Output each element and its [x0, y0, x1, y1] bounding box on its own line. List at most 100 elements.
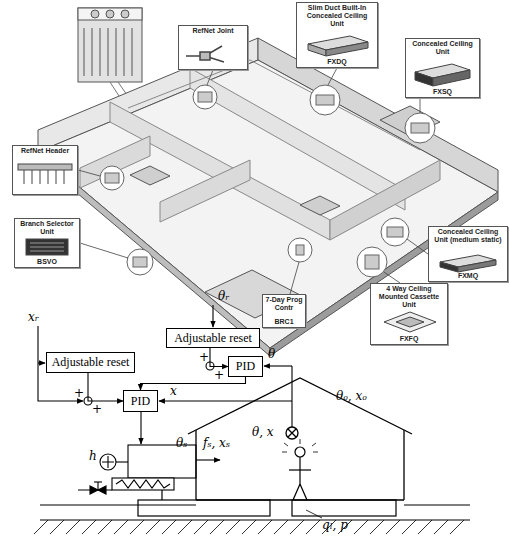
concealed-unit-picture — [415, 64, 470, 78]
building-floor — [250, 60, 420, 150]
callout-box: RefNet Header — [12, 145, 78, 195]
cassette-unit-picture — [384, 312, 436, 332]
house-outline — [195, 430, 196, 500]
building-floor — [110, 102, 330, 240]
sum-sign: + — [92, 403, 102, 416]
callout-circles — [316, 95, 334, 105]
branch-selector-picture — [30, 243, 64, 251]
model-code: BSVO — [17, 258, 77, 266]
callout-box: Concealed Ceiling Unit (medium static)FX… — [428, 226, 508, 282]
outdoor-unit — [78, 8, 142, 82]
signal-connector — [88, 373, 123, 401]
outdoor-unit — [92, 28, 93, 76]
callout-circles — [365, 255, 379, 269]
box-title: PID — [131, 395, 150, 408]
occupant — [306, 510, 322, 518]
signal-connector — [141, 377, 246, 390]
branch-selector-picture — [26, 239, 68, 255]
control-wires — [159, 400, 292, 401]
model-code: BRC1 — [265, 318, 303, 326]
air-handling-unit — [112, 478, 174, 490]
medium-static-unit-picture — [440, 255, 496, 272]
control-wires — [38, 362, 45, 363]
callout-circles — [193, 85, 217, 109]
floor-plenum — [161, 490, 162, 500]
sum-sign: + — [214, 369, 224, 382]
reset-block: Adjustable reset — [166, 328, 260, 348]
house-outline — [403, 430, 404, 500]
leader-lines — [78, 170, 100, 176]
callout-circles — [405, 113, 435, 143]
concealed-unit-picture — [415, 64, 470, 86]
leader-lines — [290, 262, 299, 294]
occupant — [289, 469, 311, 470]
box-title: Adjustable reset — [174, 332, 252, 345]
refnet-header-picture — [18, 164, 72, 170]
refnet-joint-picture — [200, 52, 210, 60]
box-title: 7-Day Prog Contr — [265, 296, 303, 312]
outdoor-unit — [124, 28, 125, 76]
box-title: Concealed Ceiling Unit — [408, 40, 477, 56]
signal-name: θₛ — [176, 437, 187, 450]
ground-hatching — [34, 520, 464, 534]
callout-circles — [296, 245, 304, 255]
signal-name: θ — [268, 348, 275, 361]
outdoor-unit — [91, 10, 99, 18]
leader-lines — [420, 98, 421, 113]
medium-static-unit-picture — [440, 262, 458, 272]
signal-name: x — [170, 385, 177, 398]
callout-circles — [133, 257, 147, 267]
model-code: FXSQ — [408, 88, 477, 96]
air-handling-unit — [102, 456, 114, 468]
callout-circles — [310, 85, 340, 115]
callout-box: 4 Way Ceiling Mounted Cassette UnitFXFQ — [370, 283, 448, 345]
controller-block: PID — [228, 356, 263, 377]
building-floor — [38, 60, 498, 348]
branch-selector-picture — [26, 239, 68, 255]
callout-box: Slim Duct Built-In Concealed Ceiling Uni… — [296, 2, 378, 68]
outdoor-unit — [106, 10, 114, 18]
callout-circles — [381, 218, 409, 246]
control-wires — [84, 397, 92, 405]
outdoor-unit — [121, 10, 129, 18]
slim-duct-picture — [326, 42, 368, 56]
leader-lines — [78, 68, 428, 294]
building-floor — [38, 38, 498, 356]
leader-lines — [407, 239, 428, 254]
building-floor — [300, 196, 340, 215]
control-wires — [264, 365, 292, 366]
callout-circles — [100, 85, 435, 277]
floor-plenum — [40, 519, 470, 520]
callout-box: 7-Day Prog ContrBRC1 — [262, 294, 306, 328]
occupant — [295, 447, 305, 457]
air-handling-unit — [100, 454, 116, 470]
building-floor — [160, 160, 250, 222]
cassette-unit-picture — [396, 317, 424, 327]
leader-lines — [384, 272, 400, 283]
occupant — [300, 439, 301, 444]
leader-lines — [80, 243, 128, 258]
occupant — [313, 452, 318, 453]
callout-circles — [387, 227, 403, 237]
callout-circles — [288, 238, 312, 262]
floor-plenum — [40, 490, 470, 520]
callout-circles — [100, 166, 124, 190]
house-outline — [286, 427, 298, 439]
occupant — [282, 439, 322, 518]
reset-block: Adjustable reset — [46, 352, 135, 373]
model-code: FXMQ — [431, 272, 505, 280]
callout-box: Concealed Ceiling UnitFXSQ — [405, 38, 480, 98]
box-title: Branch Selector Unit — [17, 220, 77, 236]
concealed-unit-picture — [415, 72, 433, 86]
callout-circles — [198, 92, 212, 102]
air-handling-unit — [78, 445, 220, 494]
leader-lines — [328, 68, 337, 85]
refnet-header-picture — [18, 164, 72, 184]
occupant — [300, 484, 307, 500]
slim-duct-picture — [308, 36, 368, 56]
house-outline — [188, 378, 412, 434]
outdoor-unit — [116, 28, 117, 76]
